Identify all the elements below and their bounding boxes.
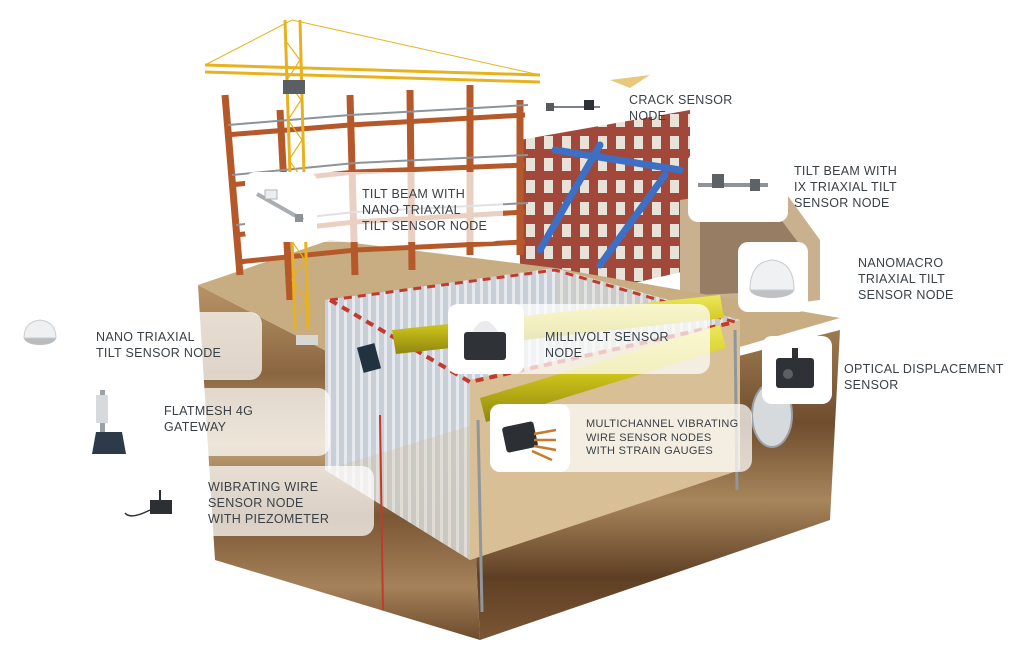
nanomacro-iconbox [738, 242, 808, 312]
flatmesh-panel [150, 388, 330, 456]
tilt-beam-icon [256, 189, 304, 222]
tilt-beam-nano-iconbox [245, 172, 317, 242]
flatmesh-gateway-icon [92, 390, 126, 454]
multichannel-node-icon [502, 421, 557, 462]
millivolt-node-icon [464, 321, 506, 360]
nano-triaxial-device-icon [23, 319, 57, 345]
multichannel-iconbox [490, 404, 570, 472]
millivolt-iconbox [448, 304, 524, 374]
nanomacro-device-icon [749, 259, 795, 298]
optical-iconbox [762, 336, 832, 404]
tower-crane [204, 19, 541, 331]
tilt-beam-ix-icon [698, 174, 768, 191]
optical-sensor-icon [776, 348, 814, 388]
crack-sensor-icon [546, 75, 650, 111]
tilt-beam-ix-iconbox [688, 152, 788, 222]
nano-triaxial-panel [82, 312, 262, 380]
wibrating-panel [194, 466, 374, 536]
piezometer-node-icon [124, 490, 172, 517]
blue-braces [536, 141, 684, 269]
